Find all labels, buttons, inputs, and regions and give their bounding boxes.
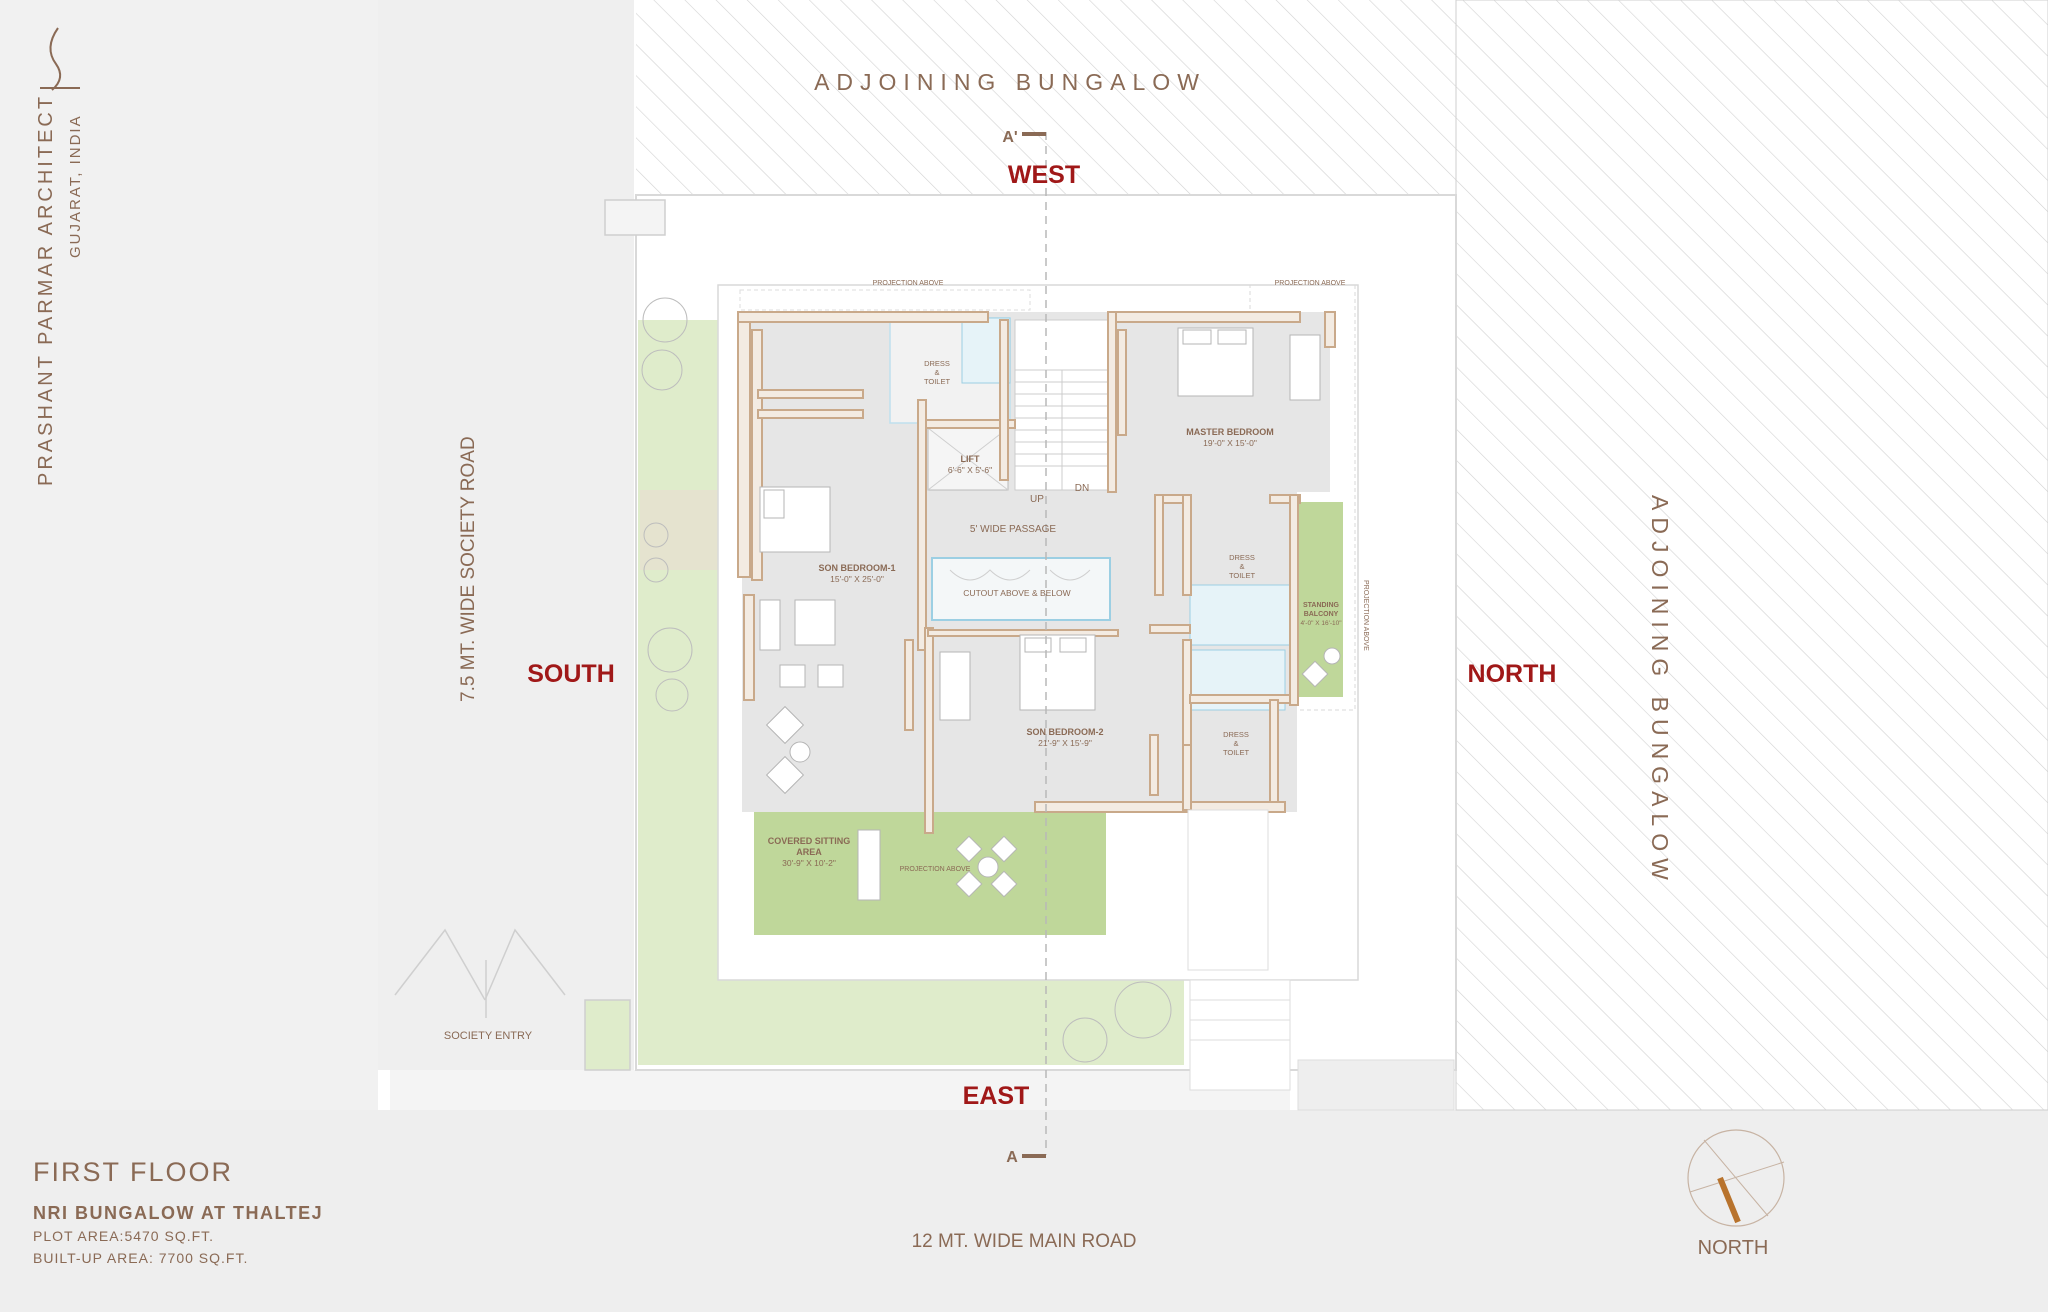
adjoining-bungalow-right-label: ADJOINING BUNGALOW <box>1647 495 1673 887</box>
projection-above-2: PROJECTION ABOVE <box>1275 280 1346 287</box>
walls <box>737 311 1336 834</box>
main-road-label: 12 MT. WIDE MAIN ROAD <box>912 1231 1137 1252</box>
furniture <box>759 327 1341 936</box>
dress-toilet-c-3: TOILET <box>1223 748 1250 757</box>
dress-toilet-b-3: TOILET <box>1229 571 1256 580</box>
outdoor-sofa <box>765 705 805 745</box>
built-up-area: BUILT-UP AREA: 7700 SQ.FT. <box>33 1250 248 1266</box>
stair-dn-label: DN <box>1075 483 1089 494</box>
direction-west: WEST <box>1008 161 1080 189</box>
son-bedroom-2-name: SON BEDROOM-2 <box>1026 727 1103 737</box>
cutout-void <box>931 557 1111 621</box>
projection-above-3: PROJECTION ABOVE <box>1362 580 1369 651</box>
projection-above-4: PROJECTION ABOVE <box>900 866 971 873</box>
project-title: NRI BUNGALOW AT THALTEJ <box>33 1203 323 1223</box>
dress-toilet-a-2: & <box>934 368 939 377</box>
floor-title: FIRST FLOOR <box>33 1157 233 1187</box>
society-gate <box>394 199 666 1071</box>
dress-toilet-a-1: DRESS <box>924 359 950 368</box>
firm-name: PRASHANT PARMAR ARCHITECT <box>35 94 57 486</box>
left-side-area <box>0 0 378 1110</box>
direction-east: EAST <box>963 1082 1030 1110</box>
balcony-lawn <box>1298 502 1343 697</box>
standing-balcony-name: STANDING <box>1303 602 1340 609</box>
dress-toilet-c-2: & <box>1233 739 1238 748</box>
section-mark-top: A' <box>1002 129 1017 146</box>
society-road-strip <box>378 0 634 1070</box>
trees <box>641 297 1172 1063</box>
toilet-area-b <box>1189 584 1291 646</box>
lawn-front <box>638 980 1184 1065</box>
section-mark-bottom: A <box>1006 1149 1018 1166</box>
master-bedroom-name: MASTER BEDROOM <box>1186 427 1274 437</box>
son-bedroom-2-size: 21'-9" X 15'-9" <box>1038 738 1092 748</box>
direction-south: SOUTH <box>527 660 615 688</box>
standing-balcony-name2: BALCONY <box>1304 611 1339 618</box>
adjoining-bungalow-top-label: ADJOINING BUNGALOW <box>814 69 1206 95</box>
direction-north: NORTH <box>1468 660 1557 688</box>
dress-toilet-a-3: TOILET <box>924 377 951 386</box>
dress-toilet-c-1: DRESS <box>1223 730 1249 739</box>
society-road-label: 7.5 MT. WIDE SOCIETY ROAD <box>458 436 479 702</box>
dress-toilet-b-1: DRESS <box>1229 553 1255 562</box>
society-entry-label: SOCIETY ENTRY <box>444 1030 533 1042</box>
lift-size: 6'-6" X 5'-6" <box>948 465 992 475</box>
stair-up-label: UP <box>1030 494 1044 505</box>
master-bedroom-size: 19'-0" X 15'-0" <box>1203 438 1257 448</box>
north-arrow-label: NORTH <box>1698 1237 1769 1259</box>
north-arrow-icon <box>1687 1129 1785 1227</box>
staircase <box>1014 319 1111 491</box>
cutout-label: CUTOUT ABOVE & BELOW <box>963 588 1070 598</box>
son-bedroom-1-size: 15'-0" X 25'-0" <box>830 574 884 584</box>
lift-name: LIFT <box>961 454 980 464</box>
lower-road-strip <box>390 1070 1290 1110</box>
projection-above-1: PROJECTION ABOVE <box>873 280 944 287</box>
standing-balcony-size: 4'-0" X 16'-10" <box>1300 620 1342 627</box>
covered-sitting-name: COVERED SITTING <box>768 836 851 846</box>
firm-location: GUJARAT, INDIA <box>67 114 84 258</box>
plot-area: PLOT AREA:5470 SQ.FT. <box>33 1228 214 1244</box>
dress-toilet-b-2: & <box>1239 562 1244 571</box>
son-bedroom-1-name: SON BEDROOM-1 <box>818 563 895 573</box>
passage-label: 5' WIDE PASSAGE <box>970 524 1057 535</box>
adjoining-bungalow-right-hatch <box>1456 0 2048 1110</box>
covered-sitting-size: 30'-9" X 10'-2" <box>782 858 836 868</box>
lawn-west-strip <box>638 320 718 1060</box>
firm-logo-mark <box>40 27 80 91</box>
covered-sitting-name2: AREA <box>796 847 822 857</box>
